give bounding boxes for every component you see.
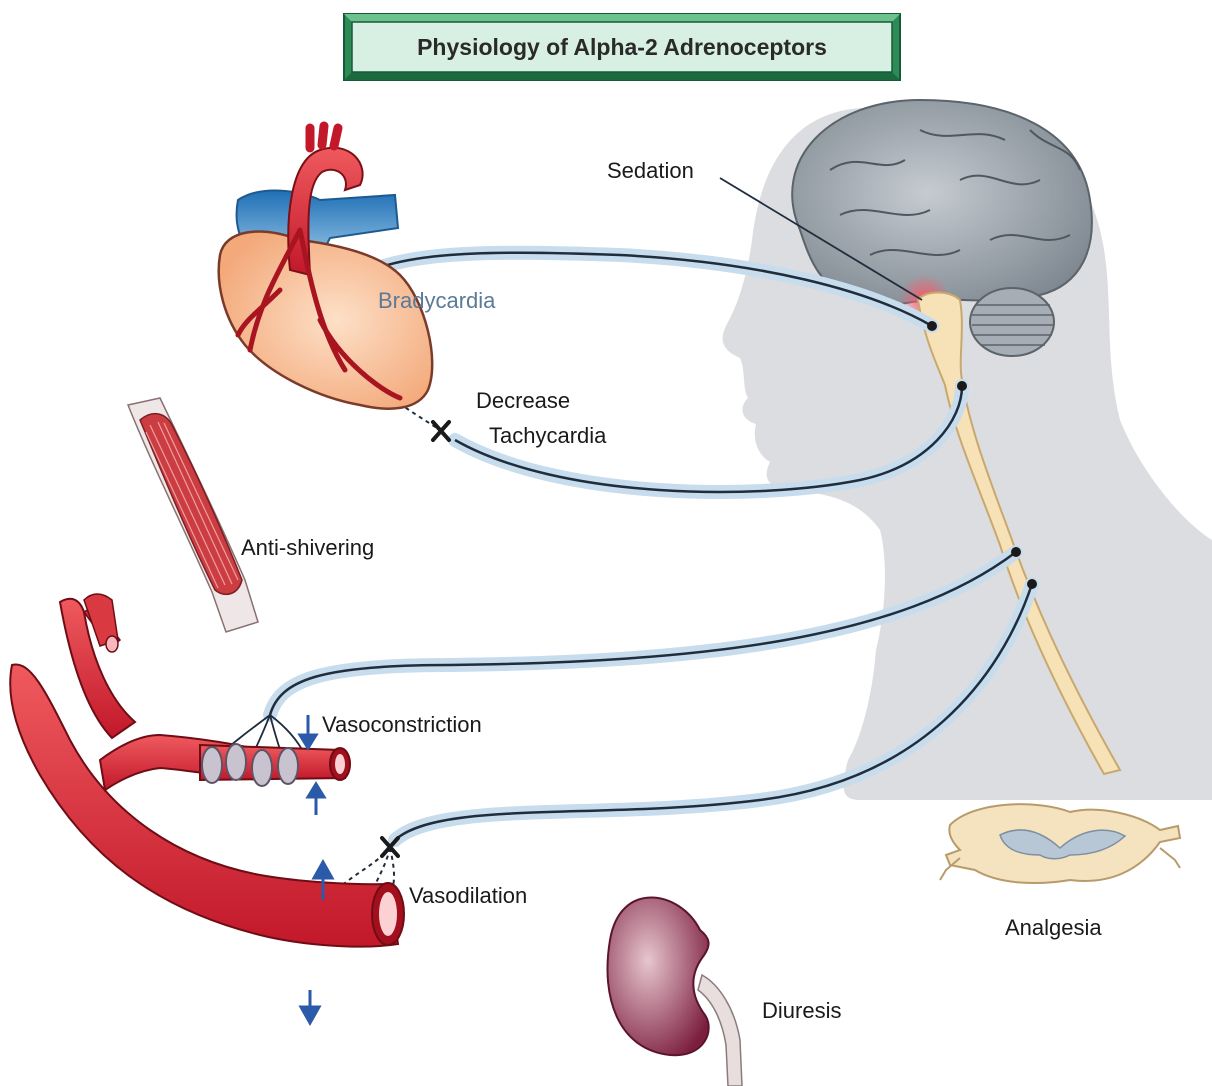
diagram-title: Physiology of Alpha-2 Adrenoceptors — [342, 12, 902, 82]
title-plaque: Physiology of Alpha-2 Adrenoceptors — [342, 12, 902, 82]
label-tachycardia: Tachycardia — [489, 423, 606, 449]
label-diuresis: Diuresis — [762, 998, 841, 1024]
label-analgesia: Analgesia — [1005, 915, 1102, 941]
block-x-marks — [338, 336, 449, 856]
label-decrease: Decrease — [476, 388, 570, 414]
blood-vessels — [10, 594, 404, 1023]
label-sedation: Sedation — [607, 158, 694, 184]
label-bradycardia: Bradycardia — [378, 288, 495, 314]
label-anti-shivering: Anti-shivering — [241, 535, 374, 561]
label-vasodilation: Vasodilation — [409, 883, 527, 909]
label-vasoconstriction: Vasoconstriction — [322, 712, 482, 738]
kidney — [608, 898, 743, 1086]
spinal-cross-section — [940, 804, 1180, 883]
muscle-fiber — [128, 398, 258, 632]
